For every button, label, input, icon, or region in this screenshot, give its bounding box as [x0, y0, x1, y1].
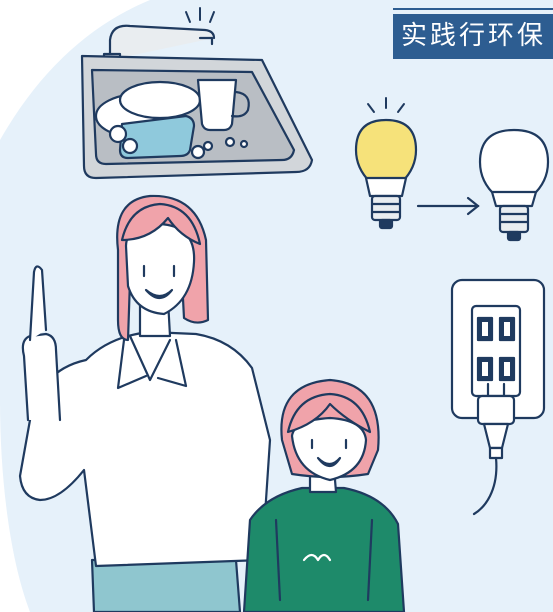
power-outlet-icon	[450, 278, 546, 420]
banner-title: 实践行环保	[393, 14, 553, 59]
light-bulb-icon	[354, 118, 418, 230]
sparkle-icon	[367, 97, 405, 113]
sink-icon	[80, 24, 314, 180]
child-figure	[242, 378, 406, 612]
banner-rule	[393, 8, 553, 10]
sparkle-icon	[185, 7, 215, 23]
plug-icon	[472, 382, 516, 516]
woman-figure	[18, 194, 272, 612]
arrow-right-icon	[416, 196, 480, 216]
light-bulb-icon	[478, 128, 550, 242]
